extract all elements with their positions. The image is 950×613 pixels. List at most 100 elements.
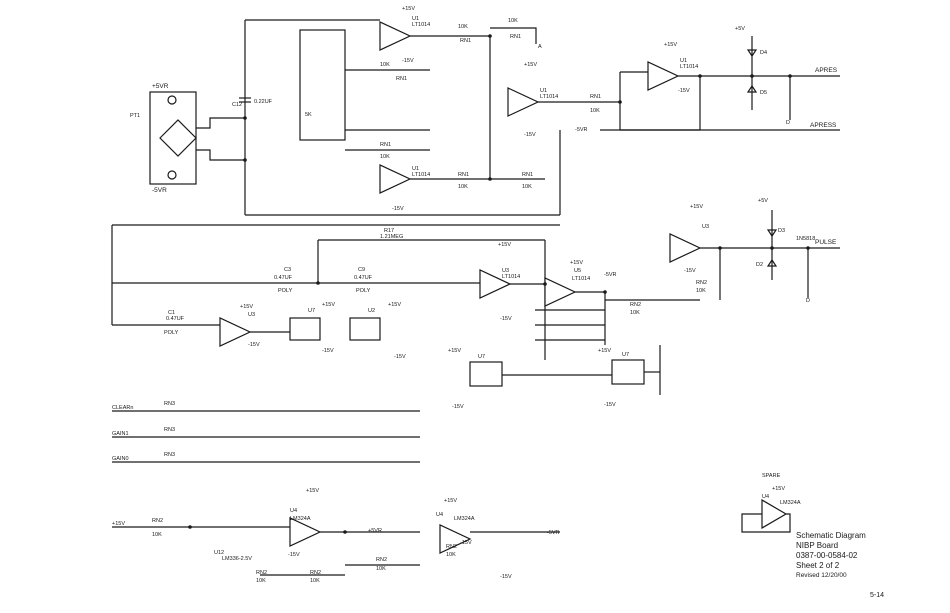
part-label: RN1 (380, 142, 391, 148)
part-label: U5 (574, 268, 581, 274)
part-label: U4 (762, 494, 769, 500)
u4-opamp-a (289, 517, 322, 547)
pt1-enclosure (149, 91, 197, 185)
part-label: RN1 (510, 34, 521, 40)
net-label: +15V (448, 348, 461, 354)
part-value: 0.47UF (274, 275, 293, 281)
part-label: U1 (540, 88, 547, 94)
u1-opamp-c (507, 87, 540, 117)
u4-opamp-b (439, 524, 472, 554)
part-value: LT1014 (412, 172, 430, 178)
part-label: U1 (412, 166, 419, 172)
net-gain0: GAIN0 (112, 456, 129, 462)
net-label: -15V (604, 402, 616, 408)
net-pulse: PULSE (815, 239, 837, 246)
title-block: Schematic Diagram NIBP Board 0387-00-058… (796, 531, 926, 581)
part-label: RN2 (256, 570, 267, 576)
part-label: RN3 (164, 401, 175, 407)
part-label: RN3 (164, 452, 175, 458)
net-gain1: GAIN1 (112, 431, 129, 437)
net-label: +15V (240, 304, 253, 310)
part-label: RN2 (630, 302, 641, 308)
part-value: 10K (380, 62, 390, 68)
net-label: +15V (322, 302, 335, 308)
part-value: LT1014 (412, 22, 430, 28)
net-label: +15V (772, 486, 785, 492)
part-value: LM324A (780, 500, 801, 506)
part-label: R17 (384, 228, 394, 234)
net-label: -15V (500, 316, 512, 322)
part-label: RN2 (152, 518, 163, 524)
part-label: U1 (412, 16, 419, 22)
net-apress: APRESS (810, 122, 837, 129)
part-label: RN2 (696, 280, 707, 286)
net-spare: SPARE (762, 473, 781, 479)
net-label: +5VR (152, 83, 169, 90)
part-value: 1.21MEG (380, 234, 403, 240)
part-value: 10K (380, 154, 390, 160)
part-value: LT1014 (540, 94, 558, 100)
net-label: +15V (306, 488, 319, 494)
net-label: -15V (392, 206, 404, 212)
revision-date: Revised 12/20/00 (796, 572, 847, 579)
wire (530, 27, 537, 44)
part-value: 10K (522, 184, 532, 190)
part-value: LM336-2.5V (222, 556, 252, 562)
pt1-element-bottom (167, 170, 177, 180)
part-label: U7 (308, 308, 315, 314)
part-label: C9 (358, 267, 365, 273)
title-line-4: Sheet 2 of 2 (796, 561, 840, 570)
net-label: +5V (758, 198, 768, 204)
net-label: +15V (498, 242, 511, 248)
part-label: RN2 (310, 570, 321, 576)
u3-opamp-c (669, 233, 702, 263)
part-label: D5 (760, 90, 767, 96)
net-label: -15V (524, 132, 536, 138)
u7-switch-b (469, 361, 503, 387)
part-label: U7 (478, 354, 485, 360)
u3-opamp-a (219, 317, 252, 347)
part-label: U12 (214, 550, 224, 556)
part-value: LM324A (454, 516, 475, 522)
part-label: D3 (778, 228, 785, 234)
u1-opamp-b (379, 164, 412, 194)
net-apres: APRES (815, 67, 838, 74)
part-label: U3 (702, 224, 709, 230)
part-label: RN2 (376, 557, 387, 563)
net-label: -15V (288, 552, 300, 558)
pt1-bridge (159, 119, 197, 157)
net-label: +15V (388, 302, 401, 308)
net-clearn: CLEARn (112, 405, 133, 411)
part-value: 10K (508, 18, 518, 24)
part-value: POLY (356, 288, 371, 294)
part-value: 10K (696, 288, 706, 294)
part-value: LT1014 (502, 274, 520, 280)
part-label: RN2 (446, 544, 457, 550)
part-label: D2 (756, 262, 763, 268)
part-value: 10K (256, 578, 266, 584)
part-value: 10K (590, 108, 600, 114)
u7-switch (289, 317, 321, 341)
net-label: +15V (570, 260, 583, 266)
net-label: -15V (402, 58, 414, 64)
part-value: 10K (458, 184, 468, 190)
part-value: POLY (278, 288, 293, 294)
u3-opamp-b (479, 269, 512, 299)
net-label: -5VR (604, 272, 617, 278)
net-label: -15V (678, 88, 690, 94)
net-label: +15V (112, 521, 125, 527)
u1-opamp-a (379, 21, 412, 51)
wire (196, 149, 245, 161)
wire (196, 117, 245, 129)
part-value: 10K (376, 566, 386, 572)
net-label: +15V (444, 498, 457, 504)
net-label: +15V (690, 204, 703, 210)
net-label: +15V (524, 62, 537, 68)
junctions (188, 34, 810, 534)
net-label: +15V (598, 348, 611, 354)
net-label: -5VR (152, 187, 167, 194)
part-value: 1N5818 (796, 236, 815, 242)
net-label: -15V (248, 342, 260, 348)
net-label: +15V (402, 6, 415, 12)
title-line-2: NIBP Board (796, 541, 839, 550)
